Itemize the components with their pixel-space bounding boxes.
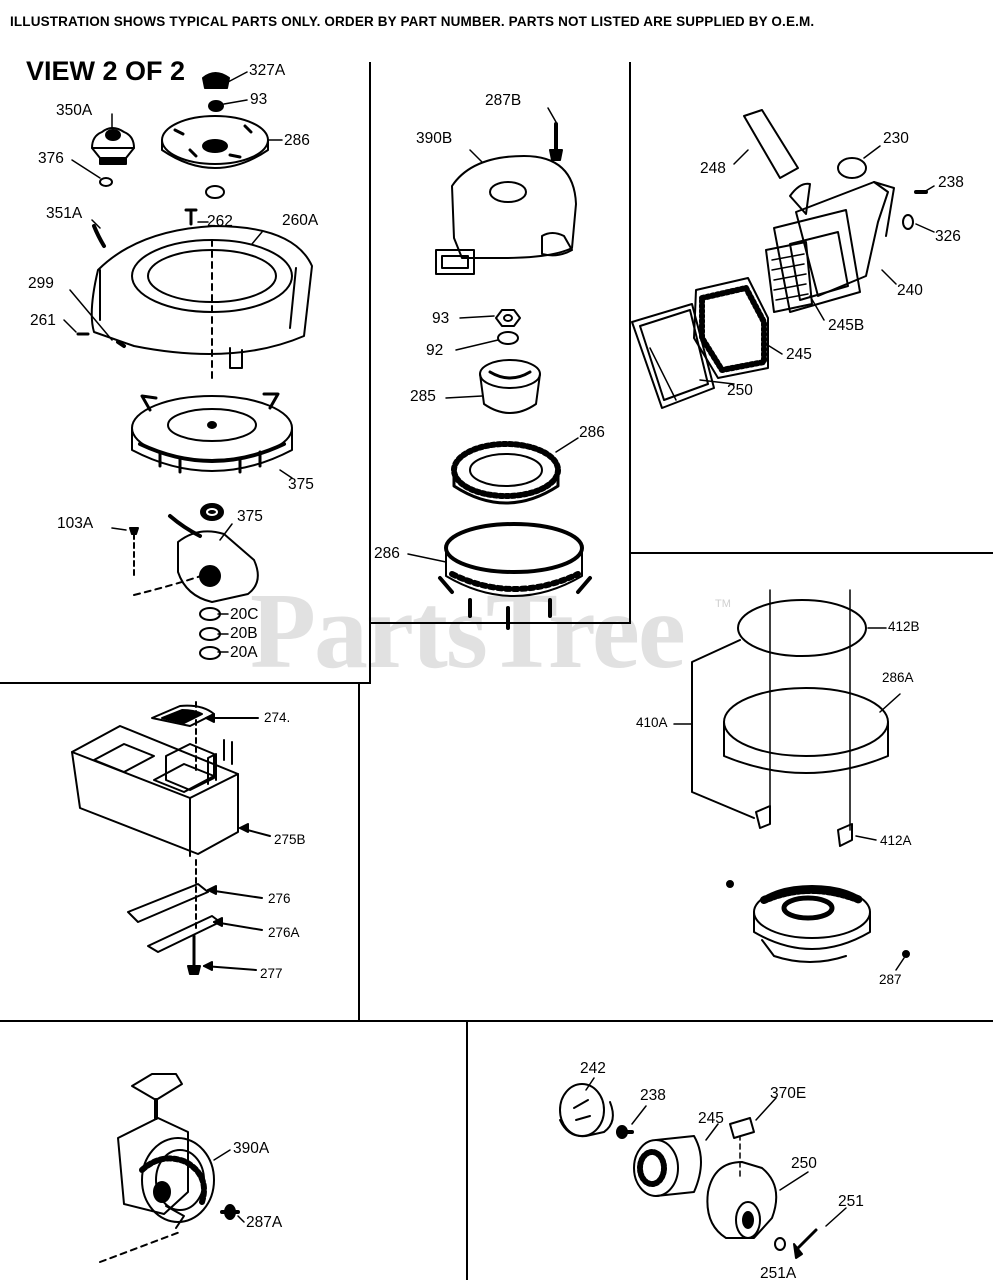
divider-bottom-vertical: [466, 1022, 468, 1280]
round-air-cleaner-assembly: [559, 1077, 847, 1259]
label-245: 245: [786, 346, 812, 363]
label-350A: 350A: [56, 102, 93, 119]
label-287: 287: [879, 972, 902, 987]
label-286: 286: [284, 132, 310, 149]
label-410A: 410A: [636, 715, 668, 730]
label-245B: 245B: [828, 317, 865, 334]
label-93: 93: [250, 91, 268, 108]
label-376: 376: [38, 150, 64, 167]
label-251: 251: [838, 1193, 864, 1210]
divider-center-horizontal: [369, 622, 631, 624]
label-238-bottom: 238: [640, 1087, 666, 1104]
label-245-bottom: 245: [698, 1110, 724, 1127]
label-390B: 390B: [416, 130, 453, 147]
label-250: 250: [727, 382, 753, 399]
label-240: 240: [897, 282, 923, 299]
divider-left-horizontal: [0, 682, 371, 684]
muffler-assembly: [71, 701, 271, 975]
label-260A: 260A: [282, 212, 319, 229]
label-277: 277: [260, 966, 283, 981]
starter-assembly: [63, 71, 313, 660]
label-274: 274.: [264, 710, 291, 725]
label-370E: 370E: [770, 1085, 807, 1102]
divider-left-vertical: [369, 62, 371, 682]
label-93-center: 93: [432, 310, 450, 327]
label-261: 261: [30, 312, 56, 329]
divider-center-right-vertical: [629, 62, 631, 622]
divider-mid-horizontal: [0, 1020, 993, 1022]
label-242: 242: [580, 1060, 606, 1077]
label-287A: 287A: [246, 1214, 283, 1231]
label-276A: 276A: [268, 925, 300, 940]
label-351A: 351A: [46, 205, 83, 222]
label-230: 230: [883, 130, 909, 147]
label-412A: 412A: [880, 833, 912, 848]
label-275B: 275B: [274, 832, 306, 847]
label-251A: 251A: [760, 1265, 797, 1282]
label-286A: 286A: [882, 670, 914, 685]
label-287B: 287B: [485, 92, 522, 109]
label-238: 238: [938, 174, 964, 191]
filter-assembly: [673, 589, 910, 971]
label-286-screen-upper: 286: [579, 424, 605, 441]
label-20A: 20A: [230, 644, 258, 661]
label-276: 276: [268, 891, 291, 906]
divider-right-horizontal: [629, 552, 993, 554]
label-375-cup: 375: [288, 476, 314, 493]
label-20B: 20B: [230, 625, 258, 642]
divider-muffler-vertical: [358, 684, 360, 1020]
blower-assembly: [407, 107, 592, 630]
label-285: 285: [410, 388, 436, 405]
rewind-starter-assembly: [99, 1073, 245, 1263]
label-286-screen-lower: 286: [374, 545, 400, 562]
label-248: 248: [700, 160, 726, 177]
label-92: 92: [426, 342, 444, 359]
label-103A: 103A: [57, 515, 94, 532]
label-375-carb: 375: [237, 508, 263, 525]
view-title: VIEW 2 OF 2: [26, 56, 186, 86]
watermark-tm: TM: [715, 598, 731, 610]
air-cleaner-assembly: [631, 109, 935, 409]
label-20C: 20C: [230, 606, 259, 623]
label-262: 262: [207, 213, 233, 230]
label-412B: 412B: [888, 619, 920, 634]
label-327A: 327A: [249, 62, 286, 79]
label-299: 299: [28, 275, 54, 292]
label-250-bottom: 250: [791, 1155, 817, 1172]
label-390A: 390A: [233, 1140, 270, 1157]
label-326: 326: [935, 228, 961, 245]
header-notice: ILLUSTRATION SHOWS TYPICAL PARTS ONLY. O…: [10, 14, 815, 29]
